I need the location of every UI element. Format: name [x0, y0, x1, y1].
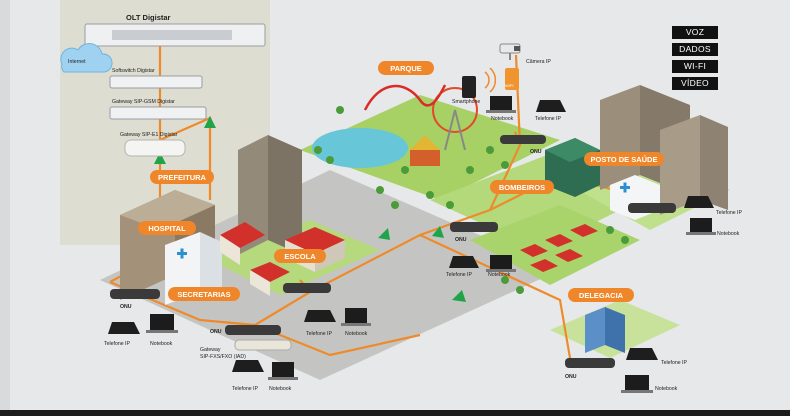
hospital-label: HOSPITAL	[148, 224, 186, 233]
notebook-icon	[690, 218, 712, 232]
gateway-iad-label: Gateway	[200, 347, 221, 353]
tower-building	[238, 135, 302, 255]
onu-label: ONU	[530, 149, 542, 155]
trees	[314, 106, 629, 294]
legend-video: VÍDEO	[672, 77, 718, 90]
gateway-gsm-device	[109, 106, 207, 120]
arrow-icon	[204, 116, 216, 128]
arrow-icon	[452, 290, 466, 302]
camera-ip-icon	[499, 43, 521, 60]
prefeitura-label: PREFEITURA	[158, 173, 207, 182]
flow-arrows	[154, 116, 466, 302]
onu-devices	[110, 135, 676, 368]
onu-label: ONU	[210, 329, 222, 335]
onu-device	[628, 203, 676, 213]
wifi-signal-icon	[484, 67, 497, 93]
arrow-icon	[154, 152, 166, 164]
onu-device	[110, 289, 160, 299]
carousel	[410, 135, 440, 166]
notebook-label: Notebook	[655, 386, 678, 392]
onu-label: ONU	[120, 304, 132, 310]
notebook-label: Notebook	[491, 116, 514, 122]
onu-device	[500, 135, 546, 144]
onu-label: ONU	[455, 237, 467, 243]
telefone-ip-icon	[449, 256, 479, 268]
smartphone-label: Smartphone	[452, 99, 480, 105]
notebook-label: Notebook	[150, 341, 173, 347]
gateway-iad-label: SIP-FXS/FXO (IAD)	[200, 354, 246, 360]
legend-voz: VOZ	[672, 26, 718, 39]
arrow-icon	[378, 228, 390, 240]
telefone-label: Telefone IP	[535, 116, 561, 122]
bombeiros-label: BOMBEIROS	[499, 183, 545, 192]
notebook-icon	[490, 96, 512, 110]
notebook-icon	[345, 308, 367, 323]
onu-device	[450, 222, 498, 232]
telefone-label: Telefone IP	[661, 360, 687, 366]
internet-cloud-icon	[60, 43, 113, 73]
internet-label: Internet	[68, 59, 86, 65]
notebook-icon	[490, 255, 512, 269]
onu-device	[225, 325, 281, 335]
notebook-icon	[625, 375, 649, 390]
telefone-ip-icon	[108, 322, 140, 334]
onu-device	[283, 283, 331, 293]
notebook-label: Notebook	[717, 231, 740, 237]
arrow-icon	[432, 226, 444, 238]
park-lake	[312, 128, 408, 168]
olt-label: OLT Digistar	[126, 13, 171, 22]
ip-phones	[108, 100, 714, 372]
notebook-icon	[150, 314, 174, 330]
place-badges: PARQUE PREFEITURA HOSPITAL ESCOLA SECRET…	[138, 61, 664, 302]
hospital-building	[165, 232, 222, 305]
telefone-label: Telefone IP	[232, 386, 258, 392]
telefone-ip-icon	[232, 360, 264, 372]
telefone-ip-icon	[684, 196, 714, 208]
softswitch-label: Softswitch Digistar	[112, 68, 155, 74]
parque-label: PARQUE	[390, 64, 422, 73]
notebooks	[146, 96, 716, 393]
onu-device	[565, 358, 615, 368]
bombeiros-building	[545, 138, 600, 197]
ferris-wheel	[432, 87, 478, 151]
legend-dados: DADOS	[672, 43, 718, 56]
wifi-label: WIFI	[505, 83, 513, 88]
notebook-label: Notebook	[269, 386, 292, 392]
wifi-router-icon	[505, 68, 519, 90]
gateway-gsm-label: Gateway SIP-GSM Digistar	[112, 99, 175, 105]
telefone-ip-icon	[536, 100, 566, 112]
secretarias-label: SECRETARIAS	[177, 290, 230, 299]
telefone-label: Telefone IP	[104, 341, 130, 347]
onu-label: ONU	[565, 374, 577, 380]
left-strip	[0, 0, 10, 410]
notebook-label: Notebook	[345, 331, 368, 337]
gateway-e1-device	[124, 139, 186, 157]
telefone-label: Telefone IP	[306, 331, 332, 337]
telefone-label: Telefone IP	[716, 210, 742, 216]
notebook-label: Notebook	[488, 272, 511, 278]
small-houses	[520, 224, 598, 272]
roller-coaster	[363, 84, 447, 111]
bottom-bar	[0, 410, 790, 416]
olt-ports	[112, 30, 232, 40]
softswitch-device	[109, 75, 203, 89]
gateway-e1-label: Gateway SIP-E1 Digistar	[120, 132, 178, 138]
telefone-label: Telefone IP	[446, 272, 472, 278]
delegacia-label: DELEGACIA	[579, 291, 624, 300]
delegacia-building	[585, 307, 625, 353]
telefone-ip-icon	[304, 310, 336, 322]
smartphone-icon	[462, 76, 476, 98]
legend-wifi: WI-FI	[672, 60, 718, 73]
telefone-ip-icon	[626, 348, 658, 360]
notebook-icon	[272, 362, 294, 377]
posto-label: POSTO DE SAÚDE	[591, 155, 658, 164]
camera-label: Câmera IP	[526, 59, 551, 65]
escola-label: ESCOLA	[284, 252, 316, 261]
gateway-iad-device	[234, 339, 292, 351]
